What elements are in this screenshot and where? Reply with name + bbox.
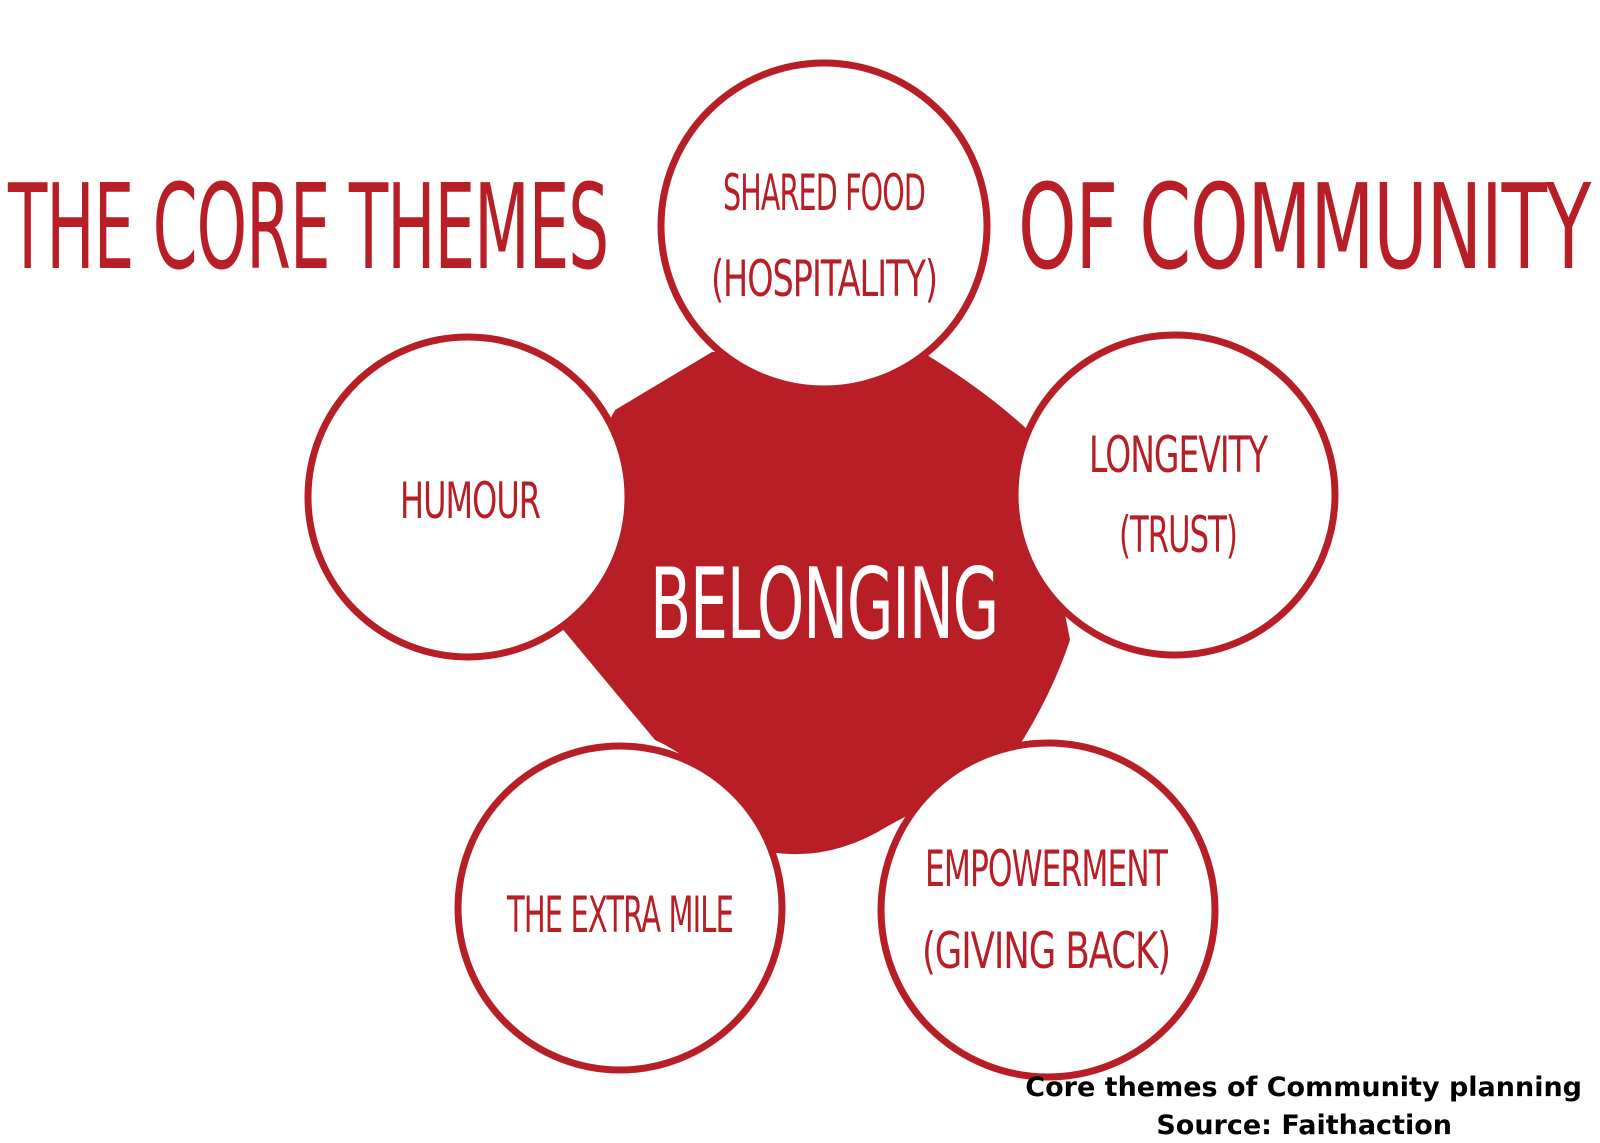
node-empowerment-line-2: (GIVING BACK) <box>922 922 1170 980</box>
caption-source: Source: Faithaction <box>1156 1110 1452 1141</box>
title-left: THE CORE THEMES <box>7 158 608 296</box>
node-longevity-line-2: (TRUST) <box>1119 506 1237 564</box>
node-shared-food: SHARED FOOD (HOSPITALITY) <box>657 59 991 393</box>
node-extra-mile-circle <box>454 742 786 1074</box>
node-empowerment-circle <box>877 739 1219 1081</box>
node-humour-line-1: HUMOUR <box>400 472 540 530</box>
caption-title: Core themes of Community planning <box>1025 1072 1582 1103</box>
node-shared-food-circle <box>657 59 991 393</box>
node-extra-mile: THE EXTRA MILE <box>454 742 786 1074</box>
node-humour-circle <box>304 333 632 661</box>
node-empowerment: EMPOWERMENT (GIVING BACK) <box>877 739 1219 1081</box>
node-extra-mile-line-1: THE EXTRA MILE <box>506 886 733 944</box>
node-shared-food-line-1: SHARED FOOD <box>723 164 925 222</box>
node-shared-food-line-2: (HOSPITALITY) <box>711 250 937 308</box>
node-longevity-line-1: LONGEVITY <box>1089 426 1268 484</box>
node-empowerment-line-1: EMPOWERMENT <box>925 840 1168 898</box>
title-right: OF COMMUNITY <box>1018 158 1592 296</box>
node-longevity: LONGEVITY (TRUST) <box>1011 331 1339 659</box>
belonging-label: BELONGING <box>650 548 998 662</box>
node-longevity-circle <box>1011 331 1339 659</box>
node-humour: HUMOUR <box>304 333 632 661</box>
belonging-hub <box>555 352 1070 855</box>
